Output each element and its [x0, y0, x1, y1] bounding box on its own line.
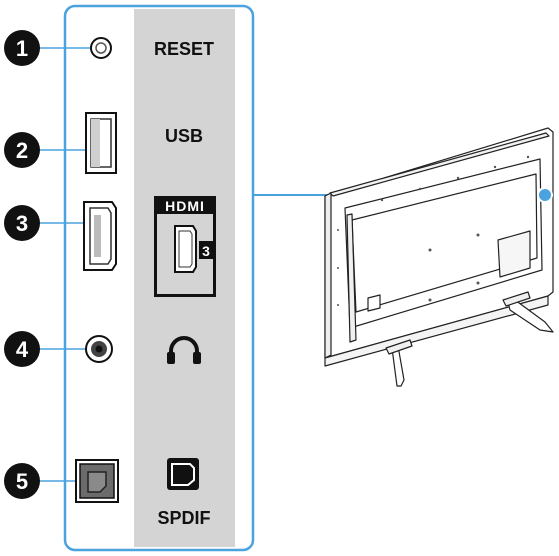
- port-badge-5: 5: [4, 463, 40, 499]
- hdmi-port-symbol-icon: [174, 225, 197, 273]
- usb-port-icon: [85, 112, 117, 174]
- port-badge-2: 2: [4, 132, 40, 168]
- svg-text:1: 1: [16, 36, 28, 61]
- tv-screw-holes: [337, 155, 530, 306]
- port-badge-1: 1: [4, 30, 40, 66]
- port-badge-3: 3: [4, 205, 40, 241]
- hdmi-port-index: 3: [202, 243, 210, 259]
- headphones-icon: [167, 336, 201, 364]
- port-label-usb: USB: [165, 126, 203, 146]
- tv-rear-illustration: [324, 127, 554, 367]
- svg-text:5: 5: [16, 469, 28, 494]
- hdmi-logo-text: HDMI: [165, 198, 205, 214]
- port-label-reset: RESET: [154, 39, 214, 59]
- hdmi-label-block: HDMI 3: [154, 196, 216, 297]
- svg-text:3: 3: [16, 211, 28, 236]
- tv-stand-feet: [385, 291, 554, 387]
- headphone-jack-icon: [85, 335, 113, 363]
- hdmi-port-icon: [83, 201, 117, 271]
- optical-port-icon: [75, 459, 119, 503]
- port-badge-4: 4: [4, 331, 40, 367]
- reset-pinhole-icon: [90, 37, 112, 59]
- port-label-spdif: SPDIF: [157, 508, 210, 528]
- tv-callout-dot: [537, 187, 553, 203]
- optical-symbol-icon: [167, 458, 199, 490]
- svg-text:4: 4: [16, 337, 29, 362]
- svg-text:2: 2: [16, 138, 28, 163]
- badge-leader-lines: [38, 47, 90, 482]
